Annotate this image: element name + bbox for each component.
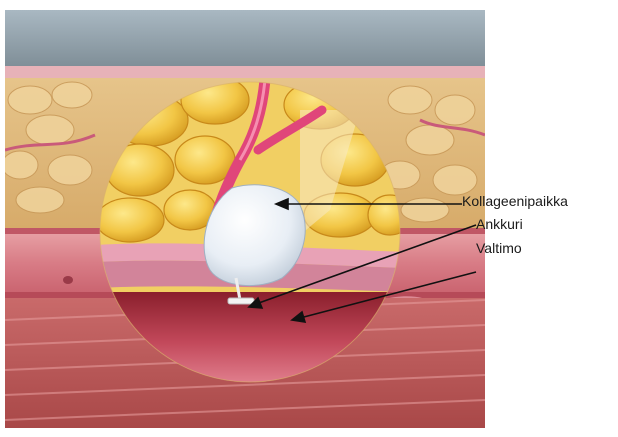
label-anchor: Ankkuri	[476, 216, 523, 232]
label-collagen-plug: Kollageenipaikka	[462, 193, 568, 209]
label-artery: Valtimo	[476, 240, 522, 256]
